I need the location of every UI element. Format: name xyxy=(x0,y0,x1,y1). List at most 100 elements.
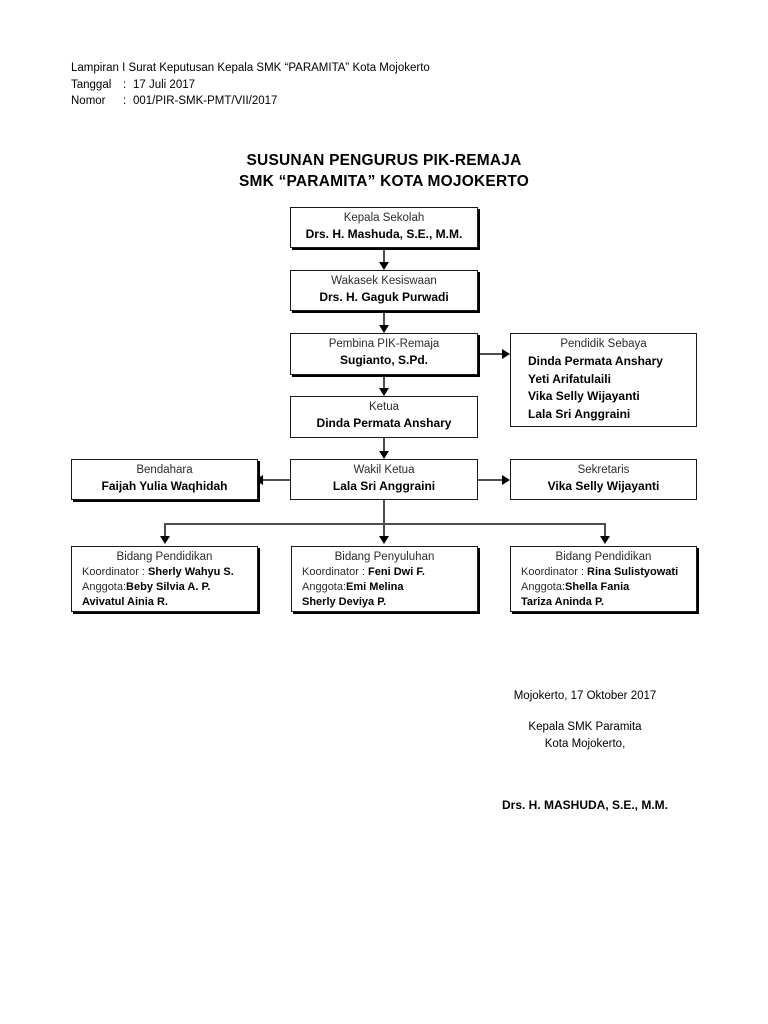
anggota-line-1: Anggota:Shella Fania xyxy=(521,580,692,595)
arrowhead-wakil-ketua xyxy=(378,451,389,459)
arrowhead-bidang-1 xyxy=(159,536,170,544)
anggota-value-1: Emi Melina xyxy=(346,581,404,593)
bidang-details: Koordinator : Sherly Wahyu S. Anggota:Be… xyxy=(76,565,253,610)
anggota-value-1: Beby Silvia A. P. xyxy=(126,581,211,593)
node-role: Bendahara xyxy=(136,464,193,476)
koordinator-label: Koordinator : xyxy=(302,566,365,578)
connector-bus-bidang-3 xyxy=(604,523,606,538)
connector-wakil-ketua-bus-drop xyxy=(383,500,385,524)
node-person: Drs. H. Gaguk Purwadi xyxy=(319,290,449,304)
connector-wakasek-pembina xyxy=(383,311,385,327)
anggota-line-2: Avivatul Ainia R. xyxy=(82,595,253,610)
koordinator-line: Koordinator : Sherly Wahyu S. xyxy=(82,565,253,580)
node-role: Sekretaris xyxy=(577,464,630,476)
node-wakil-ketua[interactable]: Wakil Ketua Lala Sri Anggraini xyxy=(290,459,478,500)
node-role: Ketua xyxy=(368,401,400,413)
signature-office: Kepala SMK Paramita xyxy=(528,721,642,733)
page-title-line-2: SMK “PARAMITA” KOTA MOJOKERTO xyxy=(239,173,529,190)
anggota-label: Anggota: xyxy=(302,581,347,593)
anggota-value-1: Shella Fania xyxy=(565,581,630,593)
tanggal-separator: : xyxy=(123,78,127,91)
signature-spacer-2 xyxy=(470,753,700,797)
connector-wakil-ketua-sekretaris xyxy=(478,479,506,481)
letterhead-line-1: Lampiran I Surat Keputusan Kepala SMK “P… xyxy=(71,62,430,74)
node-role: Bidang Penyuluhan xyxy=(334,551,435,563)
node-role: Wakil Ketua xyxy=(353,464,415,476)
bidang-details: Koordinator : Rina Sulistyowati Anggota:… xyxy=(515,565,692,610)
letterhead-tanggal-row: Tanggal:17 Juli 2017 xyxy=(71,77,430,94)
tanggal-label: Tanggal xyxy=(71,78,112,91)
arrowhead-bidang-2 xyxy=(378,536,389,544)
arrowhead-bendahara xyxy=(255,475,263,485)
node-person: Faijah Yulia Waqhidah xyxy=(101,479,228,493)
koordinator-value: Feni Dwi F. xyxy=(368,566,425,578)
node-ketua[interactable]: Ketua Dinda Permata Anshary xyxy=(290,396,478,438)
arrowhead-pembina xyxy=(378,325,389,333)
node-role: Bidang Pendidikan xyxy=(555,551,652,563)
koordinator-value: Rina Sulistyowati xyxy=(587,566,679,578)
arrowhead-sekretaris xyxy=(502,475,510,485)
anggota-label: Anggota: xyxy=(82,581,127,593)
connector-wakil-ketua-bendahara xyxy=(261,479,292,481)
connector-bus-bidang-1 xyxy=(164,523,166,538)
signature-name: Drs. H. MASHUDA, S.E., M.M. xyxy=(501,798,668,812)
node-wakasek-kesiswaan[interactable]: Wakasek Kesiswaan Drs. H. Gaguk Purwadi xyxy=(290,270,478,311)
node-bidang-pendidikan-2[interactable]: Bidang Pendidikan Koordinator : Rina Sul… xyxy=(510,546,697,612)
connector-kepala-wakasek xyxy=(383,248,385,264)
arrowhead-wakasek xyxy=(378,262,389,270)
connector-bidang-bus xyxy=(164,523,606,525)
node-person: Drs. H. Mashuda, S.E., M.M. xyxy=(305,227,463,241)
arrowhead-ketua xyxy=(378,388,389,396)
node-role: Pendidik Sebaya xyxy=(560,338,647,350)
node-kepala-sekolah[interactable]: Kepala Sekolah Drs. H. Mashuda, S.E., M.… xyxy=(290,207,478,248)
pendidik-sebaya-list: Dinda Permata Anshary Yeti Arifatulaili … xyxy=(515,353,692,423)
tanggal-value: 17 Juli 2017 xyxy=(133,78,196,91)
koordinator-line: Koordinator : Feni Dwi F. xyxy=(302,565,473,580)
node-sekretaris[interactable]: Sekretaris Vika Selly Wijayanti xyxy=(510,459,697,500)
node-role: Bidang Pendidikan xyxy=(116,551,213,563)
letterhead: Lampiran I Surat Keputusan Kepala SMK “P… xyxy=(71,60,430,110)
list-item: Dinda Permata Anshary xyxy=(528,354,663,368)
nomor-separator: : xyxy=(123,95,127,107)
node-bidang-pendidikan-1[interactable]: Bidang Pendidikan Koordinator : Sherly W… xyxy=(71,546,258,612)
letterhead-nomor-row: Nomor:001/PIR-SMK-PMT/VII/2017 xyxy=(71,93,430,110)
node-bendahara[interactable]: Bendahara Faijah Yulia Waqhidah xyxy=(71,459,258,500)
node-person: Lala Sri Anggraini xyxy=(332,479,436,493)
node-role: Wakasek Kesiswaan xyxy=(331,275,437,287)
signature-place-date: Mojokerto, 17 Oktober 2017 xyxy=(513,690,657,702)
node-pendidik-sebaya[interactable]: Pendidik Sebaya Dinda Permata Anshary Ye… xyxy=(510,333,697,427)
connector-pembina-ketua xyxy=(383,375,385,390)
bidang-details: Koordinator : Feni Dwi F. Anggota:Emi Me… xyxy=(296,565,473,610)
connector-bus-bidang-2 xyxy=(383,523,385,538)
anggota-label: Anggota: xyxy=(521,581,566,593)
koordinator-label: Koordinator : xyxy=(82,566,145,578)
koordinator-value: Sherly Wahyu S. xyxy=(148,566,234,578)
list-item: Lala Sri Anggraini xyxy=(528,406,631,421)
page-title-line-1: SUSUNAN PENGURUS PIK-REMAJA xyxy=(246,152,522,169)
node-person: Dinda Permata Anshary xyxy=(316,416,452,430)
arrowhead-pendidik-sebaya xyxy=(502,349,510,359)
anggota-value-2: Tariza Aninda P. xyxy=(521,596,604,608)
arrowhead-bidang-3 xyxy=(599,536,610,544)
anggota-value-2: Sherly Deviya P. xyxy=(302,596,387,608)
koordinator-label: Koordinator : xyxy=(521,566,584,578)
node-role: Kepala Sekolah xyxy=(343,212,425,224)
anggota-line-1: Anggota:Emi Melina xyxy=(302,580,473,595)
node-role: Pembina PIK-Remaja xyxy=(328,338,440,350)
connector-ketua-wakil-ketua xyxy=(383,438,385,453)
signature-city: Kota Mojokerto, xyxy=(544,738,626,750)
anggota-line-1: Anggota:Beby Silvia A. P. xyxy=(82,580,253,595)
nomor-value: 001/PIR-SMK-PMT/VII/2017 xyxy=(133,95,278,107)
node-bidang-penyuluhan[interactable]: Bidang Penyuluhan Koordinator : Feni Dwi… xyxy=(291,546,478,612)
signature-spacer-1 xyxy=(470,705,700,719)
node-person: Vika Selly Wijayanti xyxy=(547,479,660,493)
nomor-label: Nomor xyxy=(71,95,106,107)
koordinator-line: Koordinator : Rina Sulistyowati xyxy=(521,565,692,580)
connector-pembina-pendidik-sebaya xyxy=(478,353,506,355)
list-item: Yeti Arifatulaili xyxy=(528,371,611,386)
node-pembina-pik-remaja[interactable]: Pembina PIK-Remaja Sugianto, S.Pd. xyxy=(290,333,478,375)
list-item: Vika Selly Wijayanti xyxy=(528,389,640,403)
anggota-line-2: Tariza Aninda P. xyxy=(521,595,692,610)
page-title: SUSUNAN PENGURUS PIK-REMAJA SMK “PARAMIT… xyxy=(0,150,768,192)
